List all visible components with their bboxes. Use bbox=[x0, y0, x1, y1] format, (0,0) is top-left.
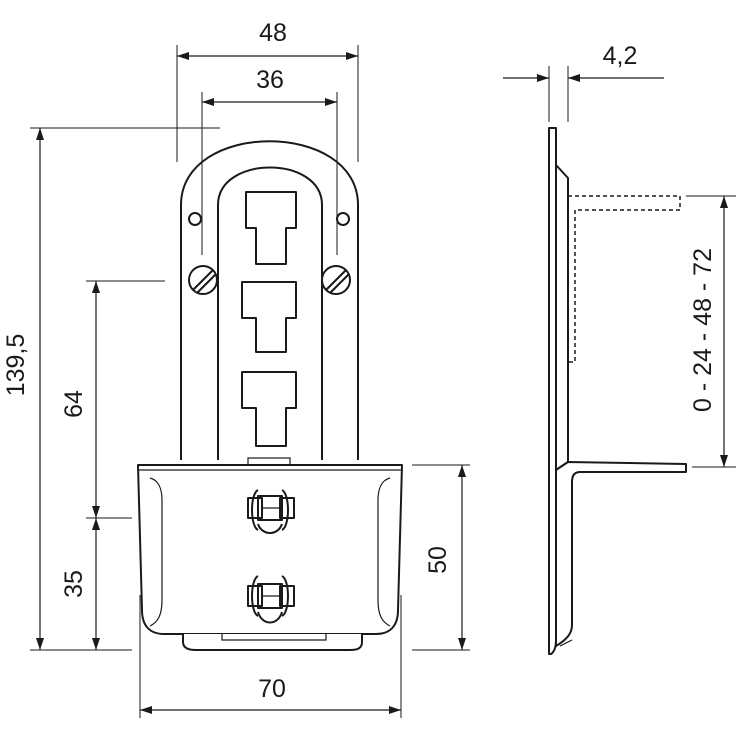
side-bottom-edge bbox=[559, 639, 573, 647]
base-rail bbox=[182, 634, 363, 651]
dim-thickness: 4,2 bbox=[603, 42, 638, 70]
dimension-lines: 48 36 4,2 139,5 64 35 bbox=[2, 19, 736, 718]
dim-adjust-steps: 0 - 24 - 48 - 72 bbox=[689, 248, 717, 412]
front-view bbox=[137, 140, 403, 651]
mount-hole-left bbox=[188, 212, 202, 226]
screw-right-icon bbox=[321, 265, 351, 295]
screw-left-icon bbox=[188, 265, 218, 295]
mount-hole-right bbox=[336, 212, 350, 226]
base-housing bbox=[137, 464, 403, 635]
back-plate-outline bbox=[180, 140, 359, 460]
dim-adjust-height: 64 bbox=[60, 390, 88, 418]
dim-lower-height: 35 bbox=[60, 570, 88, 598]
back-plate-slot bbox=[217, 166, 323, 460]
side-view bbox=[548, 127, 687, 655]
housing-inner-left bbox=[149, 477, 163, 627]
hidden-position bbox=[568, 195, 681, 363]
side-plate bbox=[548, 127, 557, 655]
dim-width-inner: 36 bbox=[256, 66, 284, 94]
keyhole-slot-2 bbox=[241, 281, 297, 353]
dim-width-outer: 48 bbox=[259, 19, 287, 47]
base-rail-inner bbox=[221, 634, 327, 641]
cam-upper-icon bbox=[247, 489, 295, 534]
top-tab bbox=[247, 457, 291, 466]
keyhole-slot-1 bbox=[245, 191, 297, 265]
dim-base-width: 70 bbox=[258, 675, 286, 703]
side-bottom bbox=[555, 461, 687, 647]
dim-overall-height: 139,5 bbox=[2, 334, 30, 397]
dim-base-depth: 50 bbox=[424, 546, 452, 574]
cam-lower-icon bbox=[247, 575, 295, 624]
side-hook bbox=[555, 164, 569, 471]
keyhole-slot-3 bbox=[241, 371, 297, 447]
housing-inner-right bbox=[377, 477, 391, 627]
